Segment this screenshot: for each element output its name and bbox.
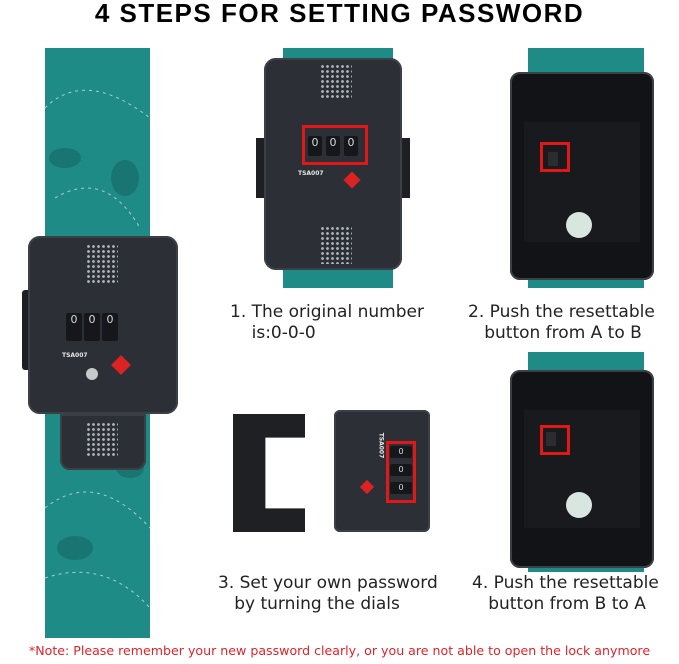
reset-button-step4[interactable]: [546, 432, 556, 446]
lock-main-bottom: [60, 414, 146, 470]
dot-grid-top-step1: [320, 64, 352, 98]
tsa-label-step3: TSA007: [377, 432, 385, 459]
step4-caption-line1: 4. Push the resettable: [472, 573, 659, 593]
highlight-dials-step1: [302, 125, 368, 165]
highlight-reset-step4: [540, 425, 570, 455]
step3-caption-line2: by turning the dials: [218, 594, 400, 614]
step1-caption-line1: 1. The original number: [230, 302, 424, 322]
tsa-label-step1: TSA007: [298, 170, 324, 177]
keyhole-icon: [86, 368, 98, 380]
sticker-icon-step2: [566, 212, 592, 238]
tsa-label: TSA007: [62, 352, 88, 359]
step2-caption-line1: 2. Push the resettable: [468, 302, 655, 322]
step3-caption-line1: 3. Set your own password: [218, 573, 438, 593]
dot-grid-bottom: [86, 422, 118, 456]
tsa-diamond-icon-step1: [343, 171, 361, 189]
dial-1-step3[interactable]: 0: [390, 446, 412, 458]
step2-caption-line2: button from A to B: [468, 323, 642, 343]
dial-2-step3[interactable]: 0: [390, 464, 412, 476]
dot-grid-top: [86, 244, 118, 284]
lock-back-step4: [510, 370, 654, 568]
lock-main: 0 0 0 TSA007: [28, 236, 178, 414]
highlight-reset-step2: [540, 142, 570, 172]
lock-back-step2: [510, 72, 654, 280]
dial-1[interactable]: 0: [66, 313, 82, 341]
step1-caption-line2: is:0-0-0: [230, 323, 316, 343]
dial-2[interactable]: 0: [84, 313, 100, 341]
dial-3[interactable]: 0: [102, 313, 118, 341]
highlight-dials-step3: [386, 441, 416, 503]
tsa-diamond-icon-step3: [359, 479, 375, 495]
dial-3-step3[interactable]: 0: [390, 482, 412, 494]
tsa-diamond-icon: [111, 355, 131, 375]
dot-grid-bottom-step1: [320, 226, 352, 264]
step4-caption-line2: button from B to A: [472, 594, 646, 614]
sticker-icon-step4: [566, 492, 592, 518]
dial-3-step1: 0: [344, 136, 358, 156]
lock-shell-step3: [233, 414, 305, 532]
warning-note: *Note: Please remember your new password…: [28, 643, 651, 658]
page-title: 4 STEPS FOR SETTING PASSWORD: [94, 0, 585, 28]
reset-button-step2[interactable]: [548, 152, 558, 166]
dial-1-step1: 0: [308, 136, 322, 156]
dial-2-step1: 0: [326, 136, 340, 156]
